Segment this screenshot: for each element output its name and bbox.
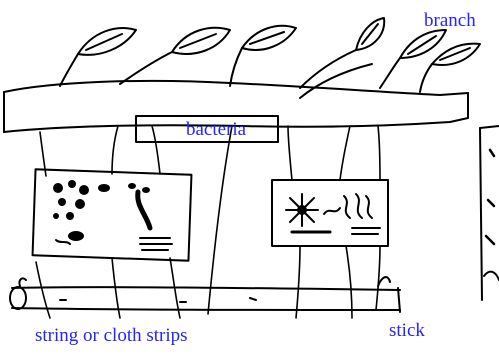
string-or-cloth-strips-label: string or cloth strips — [35, 326, 188, 345]
right-picture-card — [272, 180, 388, 246]
leaf-group — [78, 18, 480, 65]
leaf-icon — [356, 18, 384, 50]
partial-card-right — [480, 126, 499, 300]
leaf-icon — [242, 26, 296, 50]
leaf-icon — [78, 28, 136, 55]
bacteria-label: bacteria — [186, 120, 246, 139]
bacteria-chain-drawing — [138, 192, 150, 228]
bacteria-cocci-drawing — [53, 180, 150, 241]
leaf-icon — [400, 30, 446, 58]
stick-drawing — [10, 277, 400, 312]
branch-label: branch — [424, 11, 476, 30]
leaf-icon — [432, 44, 480, 65]
stick-label: stick — [389, 321, 425, 340]
left-picture-card — [33, 169, 192, 260]
spiky-microbe-drawing — [286, 194, 318, 226]
leaf-icon — [172, 28, 230, 54]
